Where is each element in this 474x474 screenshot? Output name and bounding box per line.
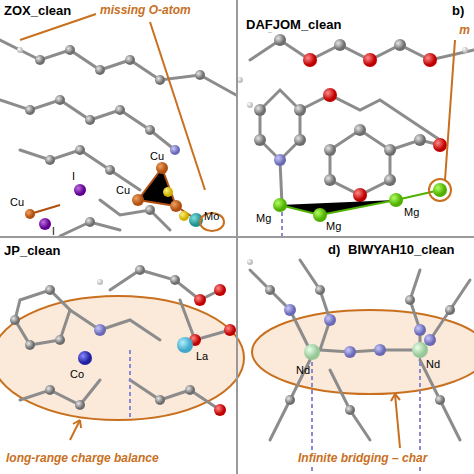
panel-title: DAFJOM_clean xyxy=(244,18,343,32)
atom-label: Cu xyxy=(10,196,24,208)
panel-letter: b) xyxy=(450,4,466,18)
panel-title: ZOX_clean xyxy=(2,4,73,18)
atom-label: Mo xyxy=(204,210,219,222)
callout-text: Infinite bridging – char xyxy=(296,452,429,465)
atom-label: Nd xyxy=(426,358,440,370)
panel-title: BIWYAH10_clean xyxy=(346,243,456,257)
atom-label: Cu xyxy=(150,150,164,162)
callout-text: missing O-atom xyxy=(98,4,193,17)
callout-text: long-range charge balance xyxy=(4,452,161,465)
panel-title: JP_clean xyxy=(2,244,62,258)
callout-text: m xyxy=(457,24,472,37)
atom-label: Mg xyxy=(404,206,419,218)
panel-letter: d) xyxy=(326,243,342,257)
atom-label: Mg xyxy=(256,212,271,224)
atom-label: Mg xyxy=(326,220,341,232)
atom-label: Nd xyxy=(296,364,310,376)
atom-label: La xyxy=(196,350,208,362)
atom-label: Cu xyxy=(116,184,130,196)
atom-label: Co xyxy=(70,368,84,380)
atom-label: I xyxy=(52,226,55,237)
atom-label: I xyxy=(72,170,75,182)
